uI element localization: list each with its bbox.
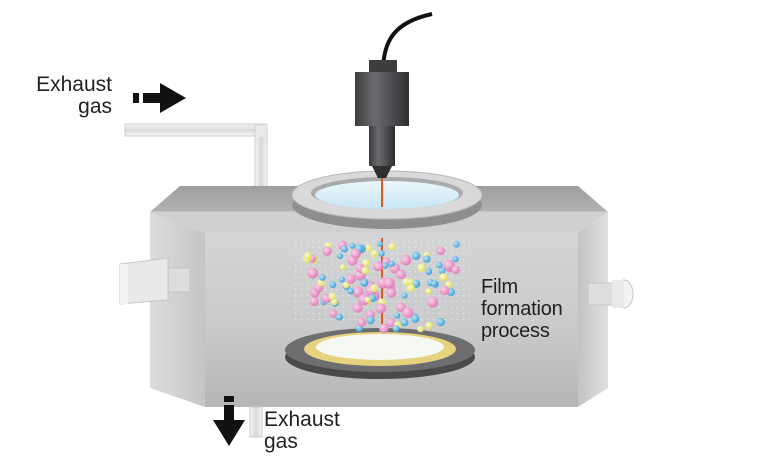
particle-yellow bbox=[417, 325, 424, 333]
particle-pink bbox=[350, 249, 361, 259]
chamber-right-face bbox=[578, 212, 608, 407]
particle-yellow bbox=[317, 279, 325, 287]
particle-pink bbox=[436, 246, 445, 256]
particle-blue bbox=[394, 312, 401, 319]
particle-blue bbox=[436, 261, 443, 269]
particle-pink bbox=[386, 288, 397, 298]
particle-yellow bbox=[362, 259, 370, 267]
particle-blue bbox=[366, 316, 375, 325]
particle-pink bbox=[396, 302, 406, 312]
particle-blue bbox=[411, 251, 421, 260]
exhaust-gas-label-top: Exhaust gas bbox=[36, 73, 112, 118]
particle-pink bbox=[307, 267, 319, 279]
particle-blue bbox=[360, 278, 369, 287]
left-port bbox=[119, 257, 191, 305]
particle-yellow bbox=[361, 266, 370, 275]
particle-blue bbox=[431, 280, 438, 287]
right-port bbox=[587, 279, 634, 309]
particle-pink bbox=[427, 296, 439, 308]
particle-pink bbox=[357, 317, 367, 327]
particle-blue bbox=[319, 274, 326, 281]
particle-blue bbox=[436, 317, 445, 327]
particle-pink bbox=[345, 274, 356, 284]
substrate-stage bbox=[285, 328, 475, 379]
particle-pink bbox=[322, 246, 332, 256]
particle-blue bbox=[392, 325, 400, 332]
particle-blue bbox=[349, 242, 356, 249]
laser-head bbox=[355, 12, 433, 178]
film-formation-label: Film formation process bbox=[481, 276, 563, 342]
particle-pink bbox=[309, 297, 319, 307]
particle-yellow bbox=[445, 280, 453, 288]
particle-yellow bbox=[343, 281, 350, 289]
particle-pink bbox=[329, 309, 338, 318]
top-window bbox=[291, 170, 483, 229]
exhaust-gas-label-bottom: Exhaust gas bbox=[264, 408, 340, 453]
plume-particles bbox=[302, 240, 460, 334]
particle-blue bbox=[340, 245, 348, 253]
particle-yellow bbox=[370, 284, 378, 293]
particle-yellow bbox=[303, 251, 312, 260]
particle-blue bbox=[347, 287, 355, 295]
arrow-right-icon bbox=[133, 83, 186, 113]
particle-blue bbox=[425, 267, 433, 276]
particle-pink bbox=[352, 286, 364, 298]
particle-blue bbox=[378, 250, 385, 257]
particle-pink bbox=[386, 318, 396, 328]
particle-pink bbox=[443, 259, 455, 271]
particle-yellow bbox=[407, 278, 414, 285]
particle-blue bbox=[335, 313, 343, 321]
particle-blue bbox=[377, 241, 383, 247]
particle-blue bbox=[452, 255, 459, 263]
particle-blue bbox=[400, 318, 409, 327]
arrow-down-icon bbox=[213, 396, 245, 446]
particle-yellow bbox=[339, 264, 347, 271]
particle-pink bbox=[379, 323, 389, 334]
particle-pink bbox=[400, 254, 412, 266]
particle-blue bbox=[423, 255, 431, 263]
particle-blue bbox=[329, 281, 337, 289]
particle-pink bbox=[352, 302, 363, 313]
particle-blue bbox=[388, 260, 395, 267]
particle-pink bbox=[402, 307, 414, 318]
particle-blue bbox=[438, 267, 446, 275]
particle-yellow bbox=[388, 242, 396, 251]
particle-pink bbox=[383, 277, 395, 289]
chamber-left-face bbox=[150, 212, 205, 407]
particle-yellow bbox=[371, 250, 378, 257]
particle-pink bbox=[365, 310, 375, 320]
particle-pink bbox=[373, 261, 384, 272]
exhaust-pipe-bottom bbox=[249, 406, 263, 438]
particle-blue bbox=[453, 241, 460, 248]
particle-yellow bbox=[425, 321, 433, 330]
particle-yellow bbox=[331, 298, 338, 306]
particle-blue bbox=[382, 262, 389, 269]
particle-blue bbox=[339, 276, 345, 283]
particle-blue bbox=[401, 292, 408, 299]
particle-pink bbox=[451, 265, 460, 275]
particle-pink bbox=[396, 269, 406, 280]
particle-yellow bbox=[328, 292, 337, 301]
particle-yellow bbox=[364, 244, 373, 252]
particle-blue bbox=[336, 252, 344, 260]
particle-yellow bbox=[364, 296, 371, 303]
particle-pink bbox=[375, 303, 387, 314]
particle-pink bbox=[439, 285, 450, 296]
particle-yellow bbox=[406, 283, 415, 292]
particle-yellow bbox=[425, 288, 432, 295]
particle-blue bbox=[411, 314, 420, 323]
particle-yellow bbox=[417, 263, 426, 272]
particle-yellow bbox=[439, 273, 448, 282]
